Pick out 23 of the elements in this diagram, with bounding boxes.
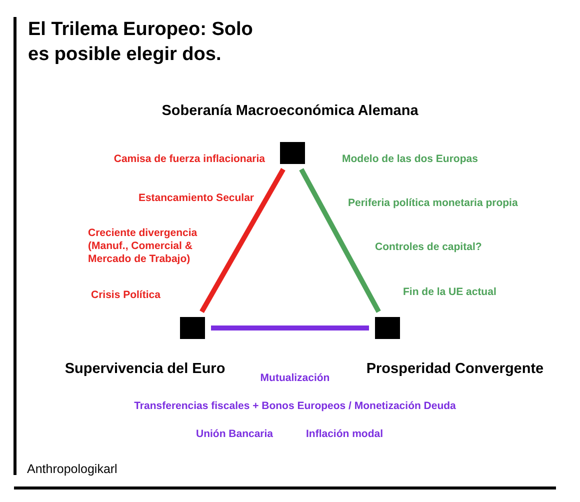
annotation-text: Fin de la UE actual: [403, 286, 498, 300]
vertex-label: Soberanía Macroeconómica Alemana: [160, 102, 420, 120]
annotation-text: Crisis Política: [91, 289, 162, 302]
annotation-text: Mutualización: [259, 372, 331, 386]
title: El Trilema Europeo: Solo es posible elegir dos.: [28, 18, 254, 67]
annotation-text: Inflación modal: [306, 428, 384, 442]
annotation-text: Camisa de fuerza inflacionaria: [112, 153, 265, 166]
annotation-text: Unión Bancaria: [196, 428, 274, 442]
square-node: [180, 317, 205, 339]
connector-line: [200, 168, 286, 314]
annotation-text: Transferencias fiscales + Bonos Europeos / Monetización Deuda: [133, 400, 457, 414]
annotation-text: Creciente divergencia (Manuf., Comercial & Mercado de Trabajo): [88, 227, 198, 266]
annotation-text: Controles de capital?: [375, 241, 483, 254]
connector-line: [211, 326, 369, 330]
connector-line: [299, 168, 381, 313]
annotation-text: Modelo de las dos Europas: [342, 153, 479, 166]
vertex-label: Supervivencia del Euro: [64, 360, 226, 378]
annotation-text: Periferia política monetaria propia: [348, 197, 519, 210]
annotation-text: Estancamiento Secular: [137, 192, 254, 206]
square-node: [375, 317, 400, 339]
square-node: [280, 142, 305, 164]
vertex-label: Prosperidad Convergente: [365, 360, 545, 378]
author-credit: Anthropologikarl: [27, 462, 118, 478]
